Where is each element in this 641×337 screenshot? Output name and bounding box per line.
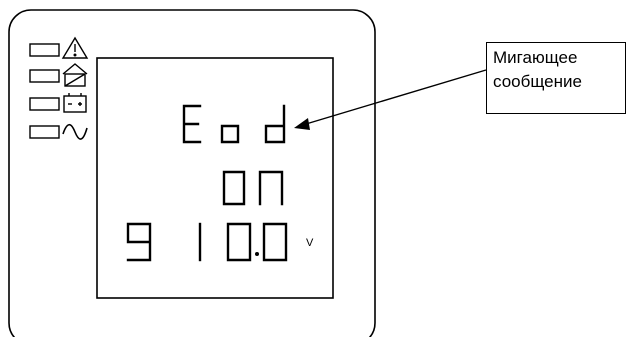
led-mains bbox=[29, 125, 60, 139]
callout-box: Мигающее сообщение bbox=[486, 42, 626, 114]
battery-icon bbox=[63, 93, 87, 113]
callout-line-1: Мигающее bbox=[493, 48, 578, 67]
segment-digit-E bbox=[182, 104, 202, 144]
led-column bbox=[29, 43, 60, 139]
lcd-row-eod bbox=[182, 104, 286, 144]
segment-digit-0a bbox=[226, 222, 252, 262]
segment-digit-d bbox=[264, 104, 286, 144]
segment-digit-o bbox=[220, 124, 240, 144]
warning-triangle-icon bbox=[61, 36, 89, 59]
decimal-point bbox=[255, 252, 259, 256]
led-alarm bbox=[29, 43, 60, 57]
lcd-row-on bbox=[222, 170, 284, 206]
lcd-screen bbox=[96, 57, 334, 299]
panel-frame bbox=[8, 9, 376, 337]
lcd-row-voltage bbox=[126, 222, 288, 262]
segment-digit-O bbox=[222, 170, 246, 206]
led-battery bbox=[29, 97, 60, 111]
callout-line-2: сообщение bbox=[493, 72, 582, 91]
segment-digit-9 bbox=[126, 222, 152, 262]
house-icon bbox=[62, 63, 88, 87]
led-bypass bbox=[29, 69, 60, 83]
unit-label: V bbox=[306, 237, 314, 249]
segment-digit-0b bbox=[262, 222, 288, 262]
segment-digit-n bbox=[258, 170, 284, 206]
sine-wave-icon bbox=[62, 123, 88, 140]
callout-arrow bbox=[294, 69, 487, 130]
